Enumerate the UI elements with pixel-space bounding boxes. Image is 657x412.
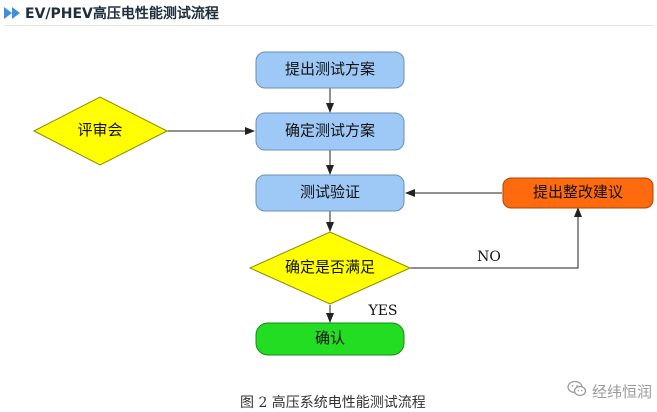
page-header: EV/PHEV高压电性能测试流程: [4, 3, 219, 23]
edge-no-path: [410, 207, 582, 269]
node-confirm-plan: 确定测试方案: [255, 112, 405, 151]
node-confirm-plan-label: 确定测试方案: [285, 122, 375, 140]
watermark: 经纬恒润: [567, 380, 652, 402]
node-propose-plan: 提出测试方案: [255, 51, 405, 89]
watermark-text: 经纬恒润: [592, 382, 653, 401]
edge-label-yes: YES: [367, 303, 397, 319]
node-confirm: 确认: [255, 322, 405, 356]
node-confirm-label: 确认: [315, 329, 345, 347]
node-decision: 确定是否满足: [248, 231, 412, 305]
node-test-verify-label: 测试验证: [300, 183, 360, 201]
node-test-verify: 测试验证: [255, 174, 405, 212]
node-improvement-label: 提出整改建议: [533, 183, 623, 201]
node-propose-plan-label: 提出测试方案: [285, 60, 375, 78]
edge-label-no: NO: [477, 249, 501, 265]
header-divider: [4, 25, 654, 26]
node-decision-label: 确定是否满足: [285, 258, 375, 276]
figure-caption: 图 2 高压系统电性能测试流程: [240, 395, 426, 411]
wechat-icon: [567, 380, 587, 402]
node-review-meeting-label: 评审会: [77, 121, 122, 139]
flow-edges: [167, 88, 582, 323]
page-title: EV/PHEV高压电性能测试流程: [25, 6, 219, 22]
node-improvement: 提出整改建议: [502, 177, 654, 209]
node-review-meeting: 评审会: [32, 96, 169, 166]
double-triangle-icon: [4, 6, 22, 20]
